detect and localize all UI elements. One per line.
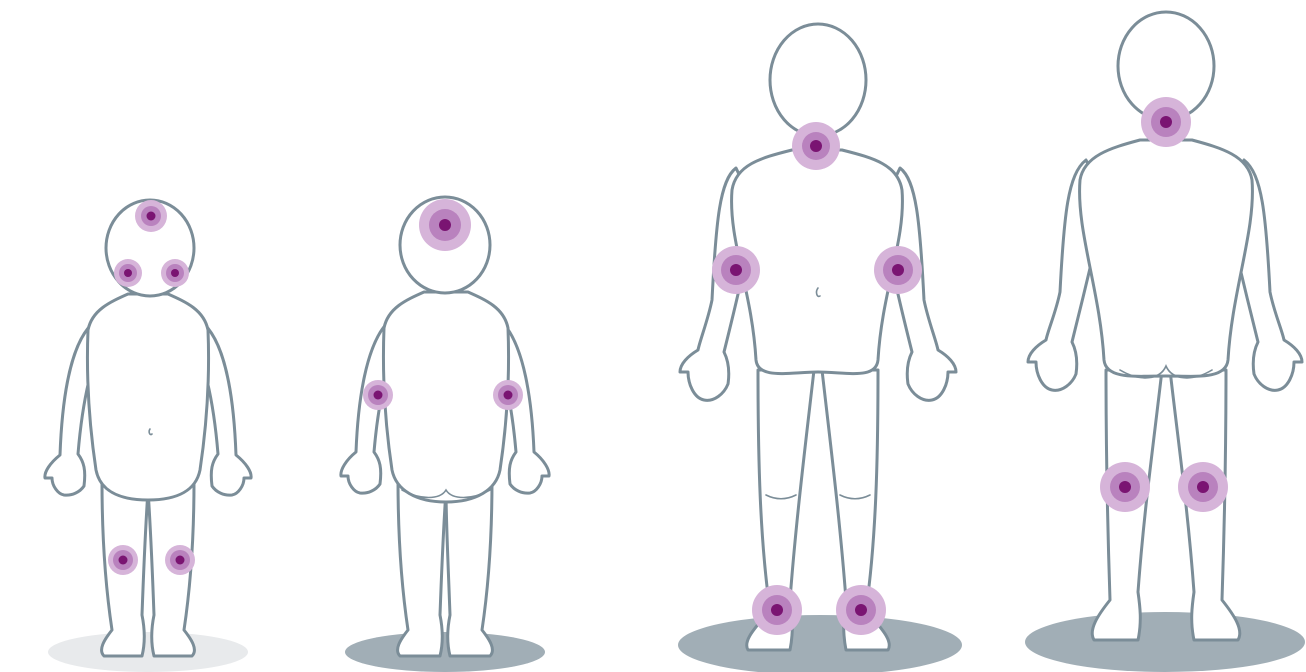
marker-cheek-left xyxy=(114,259,142,287)
ground-shadow xyxy=(1025,612,1305,672)
ground-shadow xyxy=(345,632,545,672)
ground-shadow xyxy=(678,615,962,672)
marker-knee-left xyxy=(108,545,138,575)
figure-child-front xyxy=(678,24,962,672)
marker-ankle-left xyxy=(752,585,802,635)
marker-scalp xyxy=(419,199,471,251)
torso xyxy=(1080,140,1253,376)
figure-child-back xyxy=(1025,12,1305,672)
marker-knee-right xyxy=(1178,462,1228,512)
figure-infant-front xyxy=(45,200,251,672)
left-leg xyxy=(398,480,446,656)
marker-elbow-right xyxy=(874,246,922,294)
marker-elbow-left xyxy=(712,246,760,294)
marker-neck xyxy=(1141,97,1191,147)
figure-infant-back xyxy=(341,197,549,672)
marker-cheek-right xyxy=(161,259,189,287)
head xyxy=(770,24,866,136)
marker-elbow-left xyxy=(363,380,393,410)
marker-elbow-right xyxy=(493,380,523,410)
marker-knee-right xyxy=(165,545,195,575)
marker-ankle-right xyxy=(836,585,886,635)
marker-neck xyxy=(792,122,840,170)
torso xyxy=(87,294,208,500)
marker-crown xyxy=(135,200,167,232)
ground-shadow xyxy=(48,632,248,672)
torso xyxy=(383,292,508,502)
marker-knee-left xyxy=(1100,462,1150,512)
right-leg xyxy=(446,480,492,656)
